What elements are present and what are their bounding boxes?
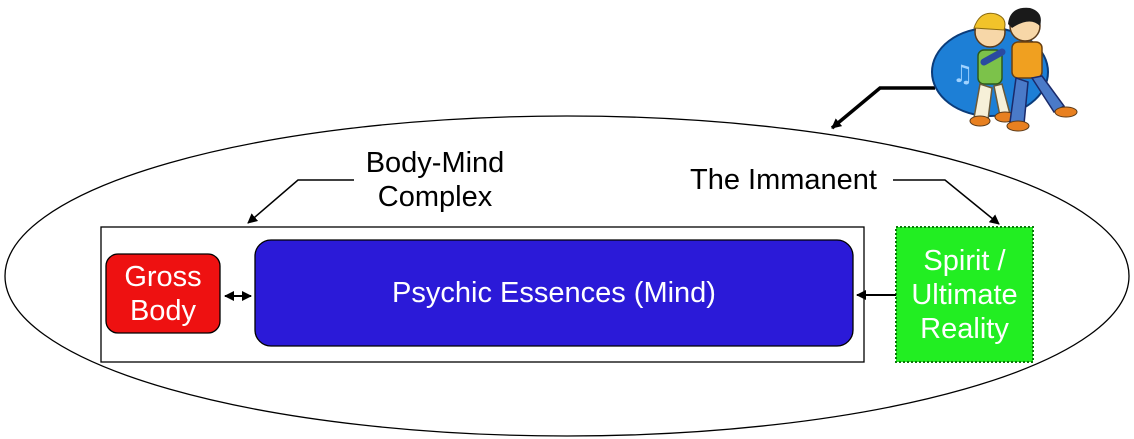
gross-body-line2: Body: [129, 294, 197, 327]
immanent-ellipse: [4, 115, 1130, 437]
psychic-essences-box: [254, 239, 854, 347]
clipart-leader-arrow: [830, 86, 935, 130]
immanent-label: The Immanent: [690, 164, 877, 196]
spirit-line1: Spirit /: [923, 244, 1006, 277]
people-music-clipart: ♫: [931, 7, 1078, 132]
gross-body-text: Gross Body: [106, 254, 220, 333]
body-mind-label-line1: Body-Mind: [365, 147, 505, 179]
spirit-text: Spirit / Ultimate Reality: [896, 227, 1033, 362]
spirit-box: [895, 226, 1034, 363]
gross-body-box: [105, 253, 221, 334]
psychic-essences-text: Psychic Essences (Mind): [392, 277, 716, 309]
gross-body-line1: Gross: [124, 260, 202, 293]
spirit-line2: Ultimate: [911, 278, 1018, 311]
body-mind-complex-label: Body-Mind Complex: [355, 146, 515, 214]
body-mind-leader-arrow: [247, 179, 354, 224]
body-mind-label-line2: Complex: [377, 181, 493, 213]
immanent-leader-arrow: [893, 179, 1000, 225]
spirit-line3: Reality: [920, 312, 1009, 345]
svg-text:♫: ♫: [952, 60, 974, 88]
